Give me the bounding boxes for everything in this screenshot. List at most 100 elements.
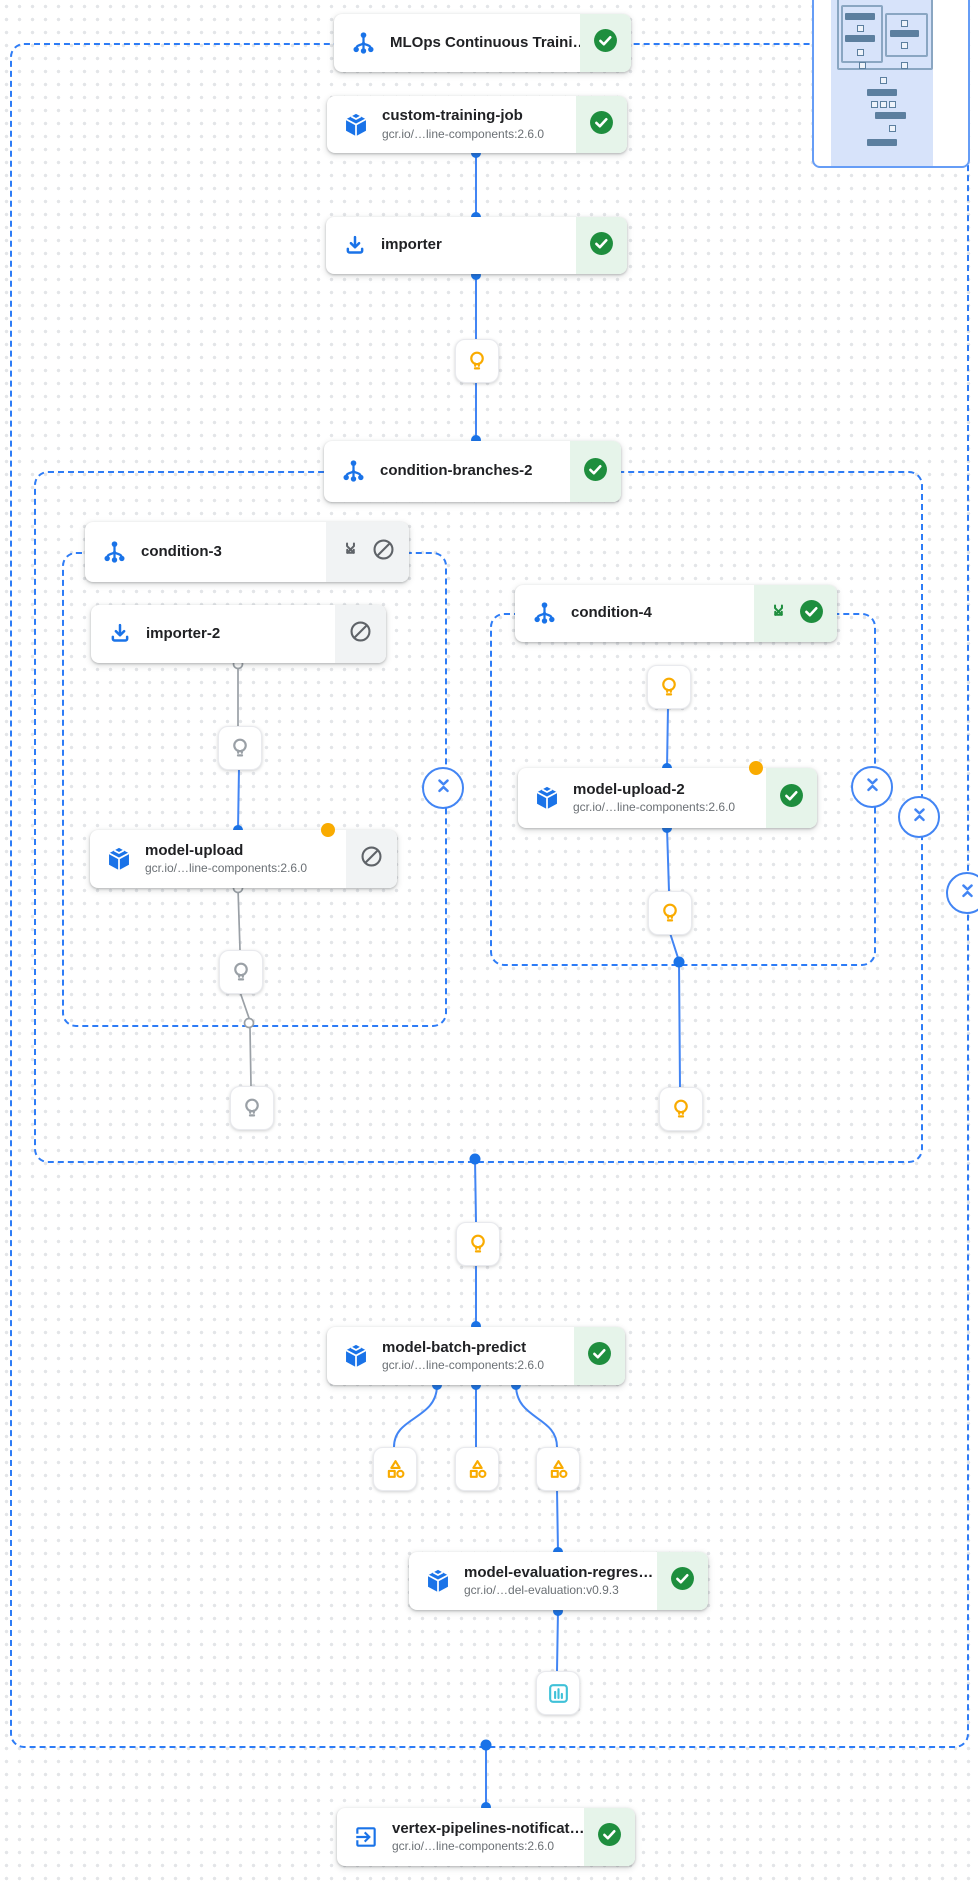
cube-icon: [343, 1343, 369, 1369]
node-title: importer: [381, 236, 442, 254]
pipeline-node-condition-3[interactable]: condition-3: [85, 522, 409, 582]
node-title: vertex-pipelines-notificat…: [392, 1819, 585, 1837]
status-section: [576, 217, 627, 274]
collapse-chevrons-icon: [859, 771, 886, 803]
minimap-node: [867, 139, 897, 146]
status-section: [574, 1327, 625, 1385]
pipeline-node-vertex-pipelines-notification[interactable]: vertex-pipelines-notificat… gcr.io/…line…: [337, 1808, 635, 1866]
pipeline-node-model-evaluation-regression[interactable]: model-evaluation-regres… gcr.io/…del-eva…: [409, 1552, 708, 1610]
collapse-group-button[interactable]: [946, 872, 978, 914]
minimap-node: [845, 13, 875, 20]
minimap-artifact: [871, 101, 878, 108]
collapse-group-button[interactable]: [851, 766, 893, 808]
success-check-icon: [589, 110, 614, 140]
node-subtitle: gcr.io/…line-components:2.6.0: [392, 1839, 555, 1854]
new-output-badge: [321, 823, 335, 837]
artifact-node-lightbulb[interactable]: [455, 339, 499, 383]
minimap-node: [890, 30, 919, 37]
pipeline-node-importer[interactable]: importer: [326, 217, 627, 274]
node-subtitle: gcr.io/…del-evaluation:v0.9.3: [464, 1583, 619, 1598]
node-title: model-evaluation-regres…: [464, 1563, 654, 1581]
minimap-artifact: [859, 62, 866, 69]
success-check-icon: [799, 599, 824, 629]
minimap-artifact: [857, 49, 864, 56]
collapse-group-button[interactable]: [898, 796, 940, 838]
node-subtitle: gcr.io/…line-components:2.6.0: [145, 861, 308, 876]
status-section: [754, 585, 837, 642]
artifact-node-lightbulb[interactable]: [647, 665, 691, 709]
artifact-node-metrics[interactable]: [455, 1447, 499, 1491]
artifact-node-metrics[interactable]: [373, 1447, 417, 1491]
skipped-blocked-icon: [348, 619, 373, 649]
node-title: custom-training-job: [382, 107, 523, 125]
artifact-node-metrics[interactable]: [536, 1447, 580, 1491]
minimap-group: [885, 13, 928, 57]
cube-icon: [425, 1568, 451, 1594]
collapse-chevrons-icon: [430, 772, 457, 804]
fork-branch-icon: [767, 600, 790, 628]
skipped-blocked-icon: [359, 844, 384, 874]
artifact-node-lightbulb[interactable]: [218, 726, 262, 770]
download-icon: [107, 621, 133, 647]
pipeline-node-model-upload-2[interactable]: model-upload-2 gcr.io/…line-components:2…: [518, 761, 817, 828]
download-icon: [342, 233, 368, 259]
node-title: model-upload: [145, 841, 244, 859]
minimap-group: [837, 0, 933, 70]
artifact-node-visualization[interactable]: [536, 1671, 580, 1715]
artifact-node-lightbulb[interactable]: [230, 1086, 274, 1130]
node-title: model-batch-predict: [382, 1338, 527, 1356]
minimap-node: [867, 89, 897, 96]
status-section: [584, 1808, 635, 1866]
new-output-badge: [749, 761, 763, 775]
collapse-group-button[interactable]: [422, 767, 464, 809]
fork-branch-icon: [339, 538, 362, 566]
status-section: [657, 1552, 708, 1610]
node-title: condition-3: [141, 542, 222, 560]
minimap-artifact: [901, 20, 908, 27]
status-section: [766, 768, 817, 828]
minimap-artifact: [880, 77, 887, 84]
status-section: [335, 605, 386, 663]
artifact-node-lightbulb[interactable]: [648, 891, 692, 935]
status-section: [326, 522, 409, 582]
collapse-chevrons-icon: [954, 877, 978, 909]
pipeline-node-condition-branches-2[interactable]: condition-branches-2: [324, 441, 621, 502]
success-check-icon: [597, 1822, 622, 1852]
node-title: MLOps Continuous Traini…: [390, 33, 588, 51]
minimap[interactable]: [812, 0, 970, 168]
artifact-node-lightbulb[interactable]: [659, 1087, 703, 1131]
status-section: [570, 441, 621, 502]
status-section: [346, 830, 397, 888]
condition-tree-icon: [340, 458, 367, 485]
node-title: condition-branches-2: [380, 462, 533, 480]
pipeline-node-importer-2[interactable]: importer-2: [91, 605, 386, 663]
pipeline-node-mlops-root[interactable]: MLOps Continuous Traini…: [334, 14, 631, 72]
artifact-node-lightbulb[interactable]: [219, 950, 263, 994]
minimap-artifact: [889, 101, 896, 108]
minimap-artifact: [857, 25, 864, 32]
artifact-node-lightbulb[interactable]: [456, 1222, 500, 1266]
status-section: [576, 96, 627, 153]
success-check-icon: [587, 1341, 612, 1371]
minimap-artifact: [901, 62, 908, 69]
condition-tree-icon: [531, 600, 558, 627]
success-check-icon: [593, 28, 618, 58]
cube-icon: [343, 112, 369, 138]
success-check-icon: [583, 457, 608, 487]
minimap-artifact: [880, 101, 887, 108]
pipeline-node-custom-training-job[interactable]: custom-training-job gcr.io/…line-compone…: [327, 96, 627, 153]
collapse-chevrons-icon: [906, 801, 933, 833]
node-title: importer-2: [146, 624, 221, 642]
minimap-artifact: [889, 125, 896, 132]
node-subtitle: gcr.io/…line-components:2.6.0: [573, 800, 736, 815]
minimap-node: [875, 112, 906, 119]
pipeline-node-model-upload[interactable]: model-upload gcr.io/…line-components:2.6…: [90, 823, 397, 888]
cube-icon: [106, 846, 132, 872]
pipeline-node-model-batch-predict[interactable]: model-batch-predict gcr.io/…line-compone…: [327, 1327, 625, 1385]
skipped-blocked-icon: [371, 537, 396, 567]
pipeline-node-condition-4[interactable]: condition-4: [515, 585, 837, 642]
success-check-icon: [670, 1566, 695, 1596]
minimap-artifact: [901, 42, 908, 49]
node-title: model-upload-2: [573, 780, 685, 798]
